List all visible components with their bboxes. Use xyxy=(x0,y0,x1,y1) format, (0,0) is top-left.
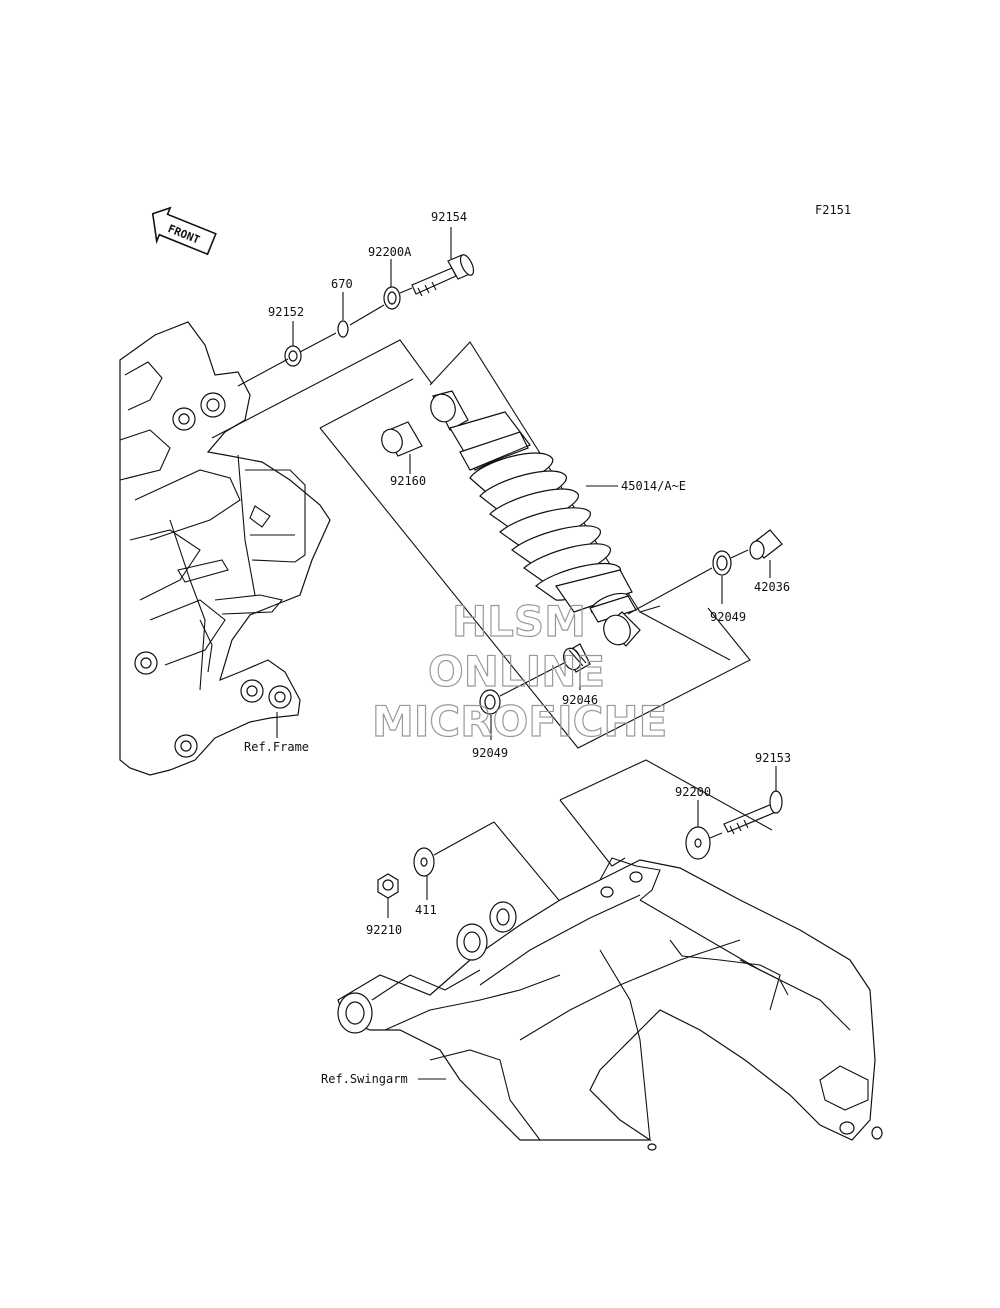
watermark: HLSM ONLINE MICROFICHE xyxy=(371,596,667,746)
ref-swingarm-label: Ref.Swingarm xyxy=(321,1072,408,1086)
label-92049-lower: 92049 xyxy=(472,746,508,760)
ring-670 xyxy=(337,320,349,338)
label-92153: 92153 xyxy=(755,751,791,765)
label-92046: 92046 xyxy=(562,693,598,707)
label-670: 670 xyxy=(331,277,353,291)
frame-illustration xyxy=(119,321,331,776)
label-92152: 92152 xyxy=(268,305,304,319)
shock-absorber-45014 xyxy=(430,390,641,647)
label-411: 411 xyxy=(415,903,437,917)
bolt-92154 xyxy=(411,254,475,297)
label-92200: 92200 xyxy=(675,785,711,799)
collar-92152 xyxy=(284,345,302,367)
bolt-92153 xyxy=(723,790,783,835)
label-92210: 92210 xyxy=(366,923,402,937)
swingarm-illustration xyxy=(337,857,883,1151)
label-92200A: 92200A xyxy=(368,245,412,259)
figure-code: F2151 xyxy=(815,203,851,217)
ref-frame-label: Ref.Frame xyxy=(244,740,309,754)
collar-92160 xyxy=(381,421,423,457)
label-45014: 45014/A~E xyxy=(621,479,686,493)
front-arrow-icon: FRONT xyxy=(151,206,217,256)
nut-92210 xyxy=(377,873,399,899)
washer-411 xyxy=(413,847,435,877)
label-92160: 92160 xyxy=(390,474,426,488)
collar-42036 xyxy=(749,529,783,560)
seal-92049-upper xyxy=(712,550,732,576)
label-92049-upper: 92049 xyxy=(710,610,746,624)
label-42036: 42036 xyxy=(754,580,790,594)
watermark-line3: MICROFICHE xyxy=(372,697,667,746)
bearing-92046 xyxy=(562,643,591,673)
seal-92049-lower xyxy=(479,689,501,715)
washer-92200A xyxy=(383,286,401,310)
watermark-line1: HLSM xyxy=(452,597,586,646)
washer-92200 xyxy=(685,826,711,860)
watermark-line2: ONLINE xyxy=(428,647,605,696)
label-92154: 92154 xyxy=(431,210,467,224)
shock-spring xyxy=(469,452,621,601)
